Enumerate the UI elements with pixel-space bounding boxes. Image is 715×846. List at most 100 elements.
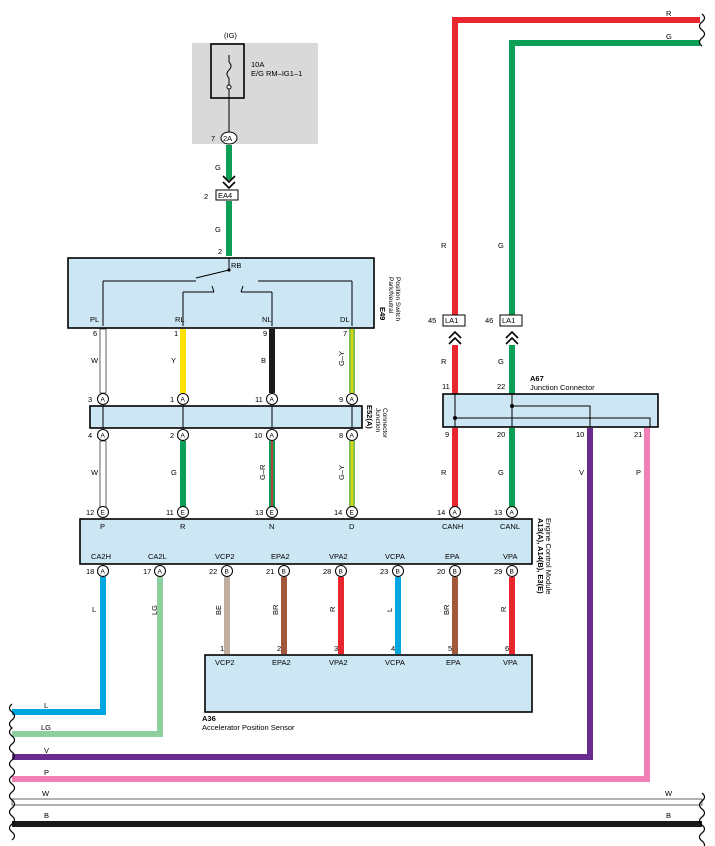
a36-id: A36 bbox=[202, 714, 216, 723]
wire-label-gr: G–R bbox=[258, 464, 267, 480]
fuse-icon bbox=[226, 61, 232, 79]
svg-text:9: 9 bbox=[339, 395, 343, 404]
a36-pin: 4 bbox=[391, 644, 395, 653]
e52-name-1: Junction bbox=[374, 408, 381, 433]
svg-text:A: A bbox=[101, 397, 106, 404]
a67-wire-r: R bbox=[441, 468, 447, 477]
svg-text:17: 17 bbox=[143, 567, 151, 576]
svg-text:E: E bbox=[350, 510, 355, 517]
fuse-pin: 7 bbox=[211, 134, 215, 143]
e52-bottom-pin: 2 A bbox=[170, 429, 189, 441]
wire-g-la1 bbox=[509, 345, 515, 394]
la1-wire-r: R bbox=[441, 241, 447, 250]
svg-text:EPA2: EPA2 bbox=[271, 552, 290, 561]
wire-y bbox=[180, 329, 186, 393]
svg-text:A: A bbox=[453, 510, 458, 517]
ecm-bottom-pin: VPA2 28 B bbox=[323, 552, 348, 577]
bus-label-l: L bbox=[44, 701, 48, 710]
ecm-id: A13(A), A14(B), E3(E) bbox=[536, 518, 545, 594]
svg-text:A: A bbox=[101, 433, 106, 440]
svg-text:B: B bbox=[453, 569, 457, 576]
a36-pin: 1 bbox=[220, 644, 224, 653]
svg-text:29: 29 bbox=[494, 567, 502, 576]
svg-text:A: A bbox=[270, 397, 275, 404]
a36-term: VCPA bbox=[385, 658, 405, 667]
a36-term: VCP2 bbox=[215, 658, 235, 667]
e52-bottom-pin: 10 A bbox=[254, 429, 278, 441]
wire-label-b: B bbox=[261, 356, 266, 365]
svg-text:A: A bbox=[350, 433, 355, 440]
e52-junction-box bbox=[89, 405, 363, 429]
bus-b bbox=[12, 821, 702, 827]
e49-term-nl: NL bbox=[262, 315, 272, 324]
a36-pin: 5 bbox=[448, 644, 452, 653]
fuse-box bbox=[210, 43, 245, 99]
top-bus-label-g: G bbox=[666, 32, 672, 41]
e49-pin-rl: 1 bbox=[174, 329, 178, 338]
svg-text:22: 22 bbox=[209, 567, 217, 576]
svg-text:CANH: CANH bbox=[442, 522, 463, 531]
bus-lg bbox=[12, 577, 163, 737]
bus-label-w: W bbox=[42, 789, 50, 798]
svg-text:18: 18 bbox=[86, 567, 94, 576]
a67-pin-11: 11 bbox=[442, 382, 450, 391]
a67-box bbox=[442, 393, 659, 428]
bus-label-b: B bbox=[44, 811, 49, 820]
svg-text:14: 14 bbox=[334, 508, 342, 517]
wire-label-gy2: G–Y bbox=[337, 465, 346, 480]
a36-term: VPA bbox=[503, 658, 517, 667]
ea4-chevron bbox=[222, 175, 236, 190]
wire-r-can bbox=[452, 428, 458, 507]
a67-wire-p: P bbox=[636, 468, 641, 477]
ecm-bottom-pin: VCPA 23 B bbox=[380, 552, 405, 577]
e52-top-pin: 11 A bbox=[255, 393, 278, 405]
break-mark-left bbox=[8, 703, 16, 841]
wire-g-r bbox=[180, 441, 186, 507]
svg-text:10: 10 bbox=[254, 431, 262, 440]
svg-text:VCPA: VCPA bbox=[385, 552, 405, 561]
e52-bottom-pin: 8 A bbox=[339, 429, 358, 441]
ecm-bottom-pin: VPA 29 B bbox=[494, 552, 518, 577]
ea4-pin: 2 bbox=[204, 192, 208, 201]
e49-name-2: Position Switch bbox=[394, 277, 401, 321]
svg-text:14: 14 bbox=[437, 508, 445, 517]
ecm-bottom-pin: CA2L 17 A bbox=[143, 552, 167, 577]
svg-text:CANL: CANL bbox=[500, 522, 520, 531]
svg-text:2: 2 bbox=[170, 431, 174, 440]
svg-text:B: B bbox=[282, 569, 286, 576]
wire-label-br1: BR bbox=[271, 604, 280, 615]
svg-text:LA1: LA1 bbox=[502, 316, 515, 325]
wire-label-r-s: R bbox=[328, 606, 337, 612]
svg-text:A: A bbox=[350, 397, 355, 404]
wire-g-fuse bbox=[226, 145, 232, 180]
wire-label-l-ecm: L bbox=[92, 605, 96, 614]
svg-text:LA1: LA1 bbox=[445, 316, 458, 325]
e52-top-pin: 1 A bbox=[170, 393, 189, 405]
la1-wire-r2: R bbox=[441, 357, 447, 366]
svg-text:B: B bbox=[510, 569, 514, 576]
wire-l-sensor bbox=[395, 577, 401, 654]
svg-text:B: B bbox=[339, 569, 343, 576]
top-bus-label-r: R bbox=[666, 9, 672, 18]
break-mark-top bbox=[698, 13, 706, 47]
svg-text:VPA: VPA bbox=[503, 552, 517, 561]
wire-br-2 bbox=[452, 577, 458, 654]
wire-b bbox=[269, 329, 275, 393]
fuse-connector bbox=[220, 131, 238, 145]
svg-text:EPA: EPA bbox=[445, 552, 459, 561]
svg-text:12: 12 bbox=[86, 508, 94, 517]
a36-term: EPA2 bbox=[272, 658, 291, 667]
wire-label-be: BE bbox=[214, 605, 223, 615]
e52-name-2: Connector bbox=[381, 408, 388, 439]
svg-text:P: P bbox=[100, 522, 105, 531]
fuse-name: E/G RM–IG1–1 bbox=[251, 69, 302, 78]
svg-text:3: 3 bbox=[88, 395, 92, 404]
bus-label-p: P bbox=[44, 768, 49, 777]
e49-pin-dl: 7 bbox=[343, 329, 347, 338]
a36-sensor-box bbox=[204, 654, 533, 713]
svg-text:E: E bbox=[270, 510, 275, 517]
bus-v bbox=[12, 428, 593, 760]
bus-l bbox=[12, 577, 106, 715]
wire-w-1 bbox=[99, 328, 107, 394]
bus-label-b-right: B bbox=[666, 811, 671, 820]
